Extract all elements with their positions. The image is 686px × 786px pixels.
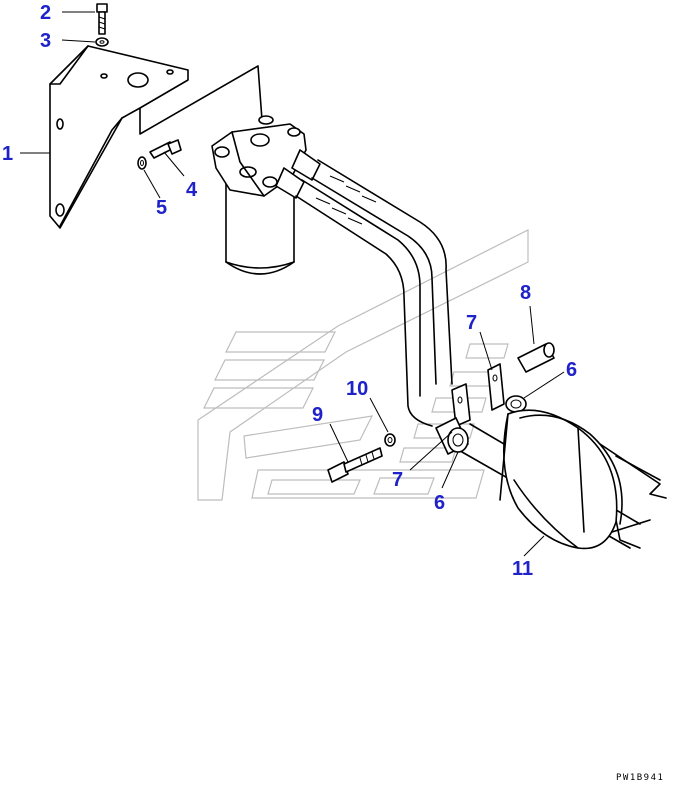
watermark-logo: [197, 229, 529, 501]
callout-10: 10: [346, 378, 368, 400]
callout-11: 11: [512, 558, 533, 580]
callout-8: 8: [520, 282, 531, 304]
callout-2: 2: [40, 2, 51, 24]
hose-clamp-lower: [451, 383, 471, 427]
callout-5: 5: [156, 197, 167, 219]
callout-9: 9: [312, 404, 323, 426]
drawing-code: PW1B941: [616, 773, 664, 783]
clamp-washer: [384, 433, 396, 447]
collar-upper: [505, 395, 527, 413]
side-washer: [137, 156, 147, 170]
callout-6b: 6: [434, 492, 445, 514]
top-bolt: [96, 3, 108, 35]
hose-clamp-upper: [487, 363, 505, 411]
top-washer: [95, 37, 109, 47]
callout-3: 3: [40, 30, 51, 52]
callout-1: 1: [2, 143, 13, 165]
mounting-bracket: [49, 45, 263, 229]
hydraulic-hoses: [275, 149, 453, 427]
sleeve: [517, 342, 555, 373]
clamp-bolt: [327, 447, 383, 483]
callout-4: 4: [186, 179, 198, 201]
callout-labels: 2 3 1 4 5 8 7 6 10 9 7 6 11: [2, 2, 577, 580]
callout-6a: 6: [566, 359, 577, 381]
frame-tube: [461, 409, 667, 550]
callout-7a: 7: [466, 312, 477, 334]
leader-lines: [20, 11, 565, 557]
callout-7b: 7: [392, 469, 403, 491]
side-bolt: [149, 139, 182, 159]
